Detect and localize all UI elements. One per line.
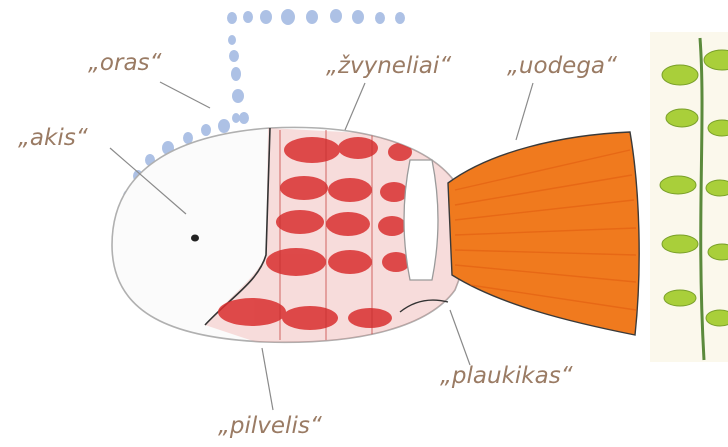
label-akis: „akis“ xyxy=(18,127,88,150)
label-pilvelis: „pilvelis“ xyxy=(218,415,322,438)
label-uodega: „uodega“ xyxy=(507,55,617,78)
seaweed xyxy=(650,32,728,362)
eye xyxy=(191,235,199,242)
gill-band xyxy=(404,160,438,280)
label-oras: „oras“ xyxy=(88,52,161,75)
label-plaukikas: „plaukikas“ xyxy=(440,365,573,388)
label-zvyneliai: „žvyneliai“ xyxy=(326,55,451,78)
